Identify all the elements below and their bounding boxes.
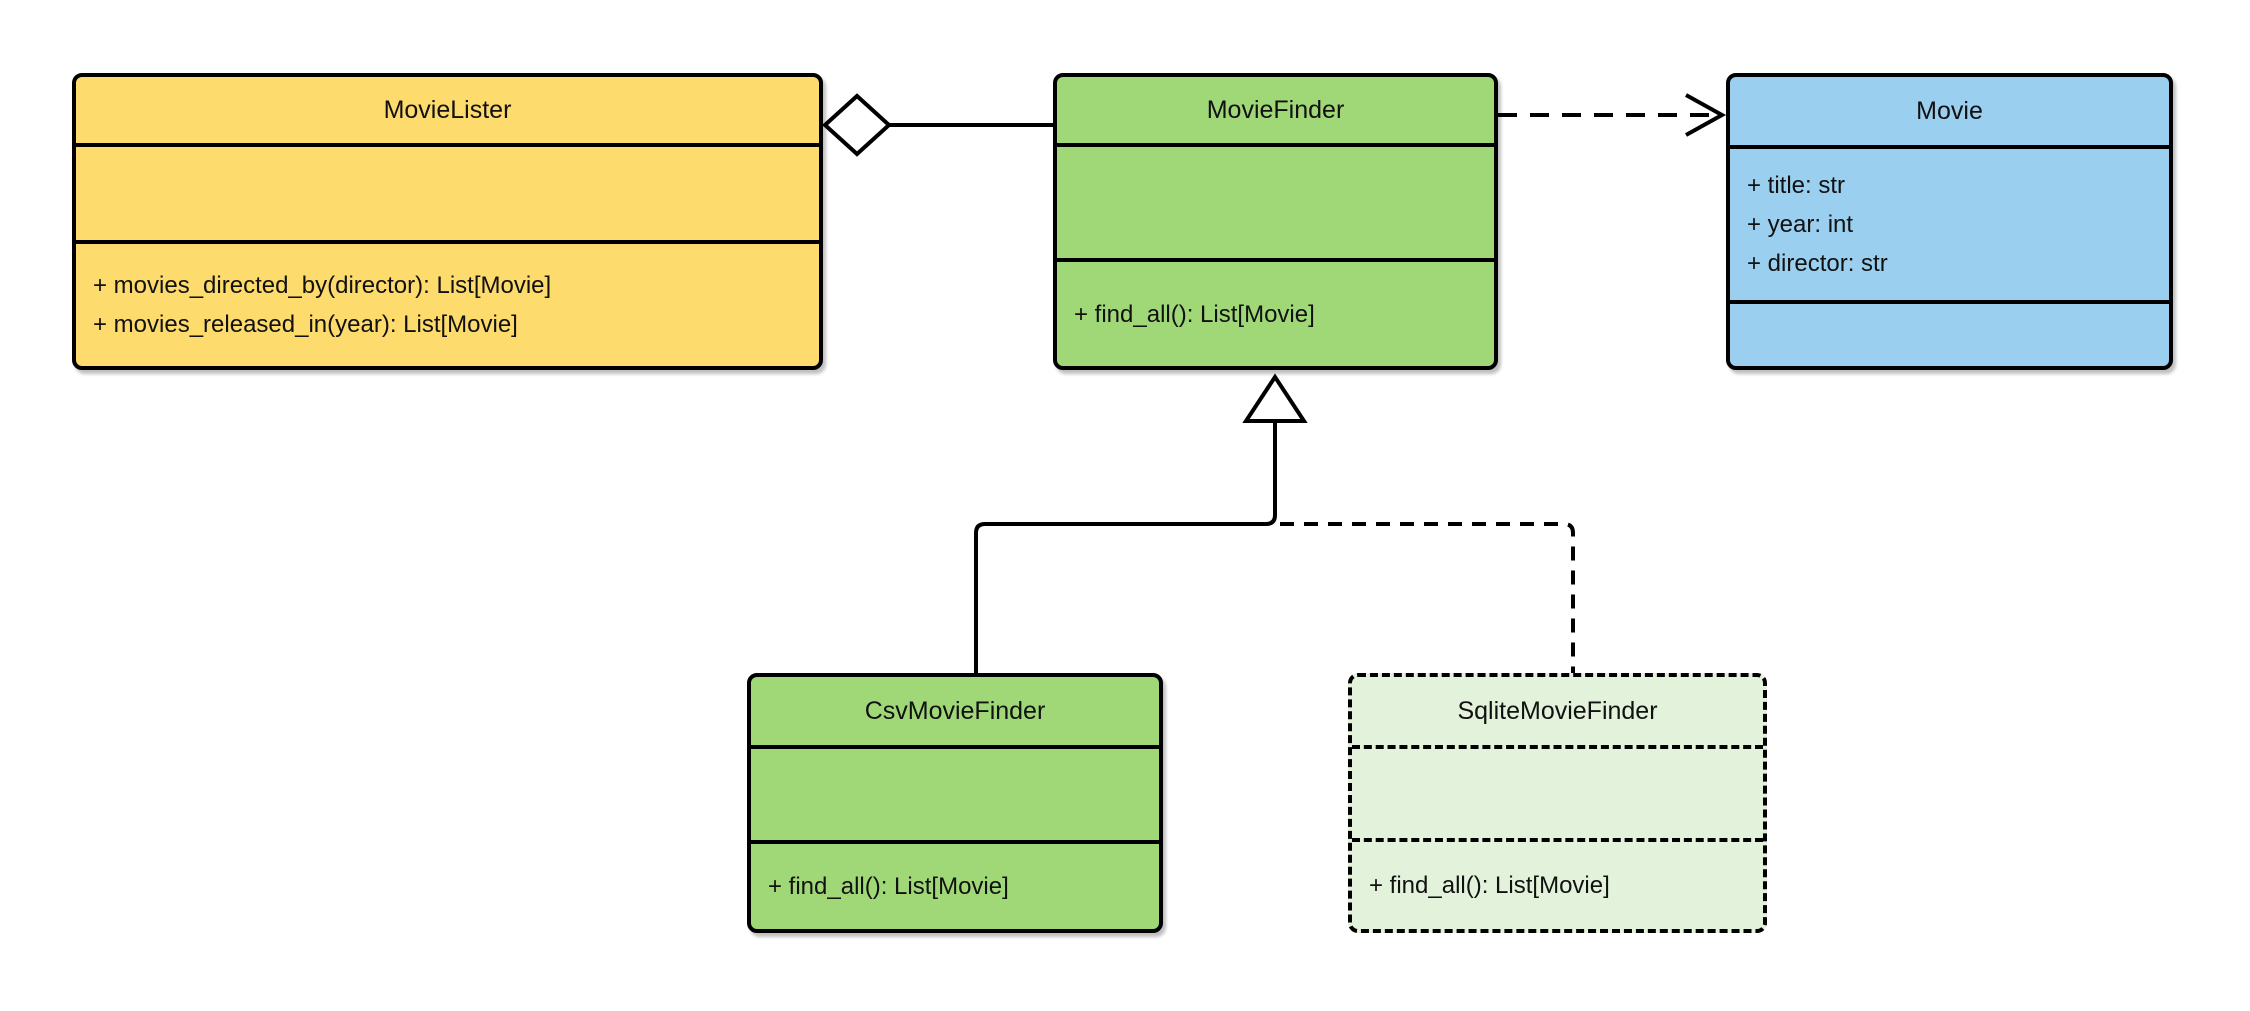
class-attributes-empty	[1057, 143, 1494, 258]
dependency-arrowhead-icon	[1685, 93, 1727, 137]
class-box-movie: Movie + title: str + year: int + directo…	[1726, 73, 2173, 370]
class-methods: + find_all(): List[Movie]	[1057, 258, 1494, 366]
class-title: Movie	[1916, 96, 1983, 125]
inheritance-edge-solid	[974, 421, 1277, 675]
class-title: MovieLister	[383, 95, 512, 124]
class-box-csvmoviefinder: CsvMovieFinder + find_all(): List[Movie]	[747, 673, 1163, 933]
attribute-label: + year: int	[1747, 211, 1854, 238]
method-label: + find_all(): List[Movie]	[1074, 300, 1315, 328]
class-box-sqlitemoviefinder: SqliteMovieFinder + find_all(): List[Mov…	[1348, 673, 1767, 933]
method-label: + find_all(): List[Movie]	[768, 873, 1009, 900]
class-methods: + find_all(): List[Movie]	[1352, 838, 1763, 929]
class-title: MovieFinder	[1206, 95, 1345, 124]
class-methods-empty	[1730, 300, 2169, 366]
attribute-label: + director: str	[1747, 250, 1888, 277]
aggregation-diamond-icon	[822, 93, 892, 157]
inheritance-edge-dashed	[1280, 522, 1575, 675]
method-label: + movies_directed_by(director): List[Mov…	[93, 272, 552, 299]
class-attributes-empty	[751, 745, 1159, 840]
inheritance-triangle-icon	[1242, 373, 1308, 423]
class-methods: + movies_directed_by(director): List[Mov…	[76, 240, 819, 366]
class-attributes-empty	[76, 143, 819, 240]
attribute-label: + title: str	[1747, 172, 1846, 199]
method-label: + find_all(): List[Movie]	[1369, 872, 1610, 899]
class-title: CsvMovieFinder	[864, 696, 1046, 725]
class-box-moviefinder: MovieFinder + find_all(): List[Movie]	[1053, 73, 1498, 370]
class-title: SqliteMovieFinder	[1457, 696, 1658, 725]
class-box-movielister: MovieLister + movies_directed_by(directo…	[72, 73, 823, 370]
class-attributes: + title: str + year: int + director: str	[1730, 145, 2169, 300]
method-label: + movies_released_in(year): List[Movie]	[93, 311, 518, 338]
class-methods: + find_all(): List[Movie]	[751, 840, 1159, 929]
class-attributes-empty	[1352, 745, 1763, 838]
